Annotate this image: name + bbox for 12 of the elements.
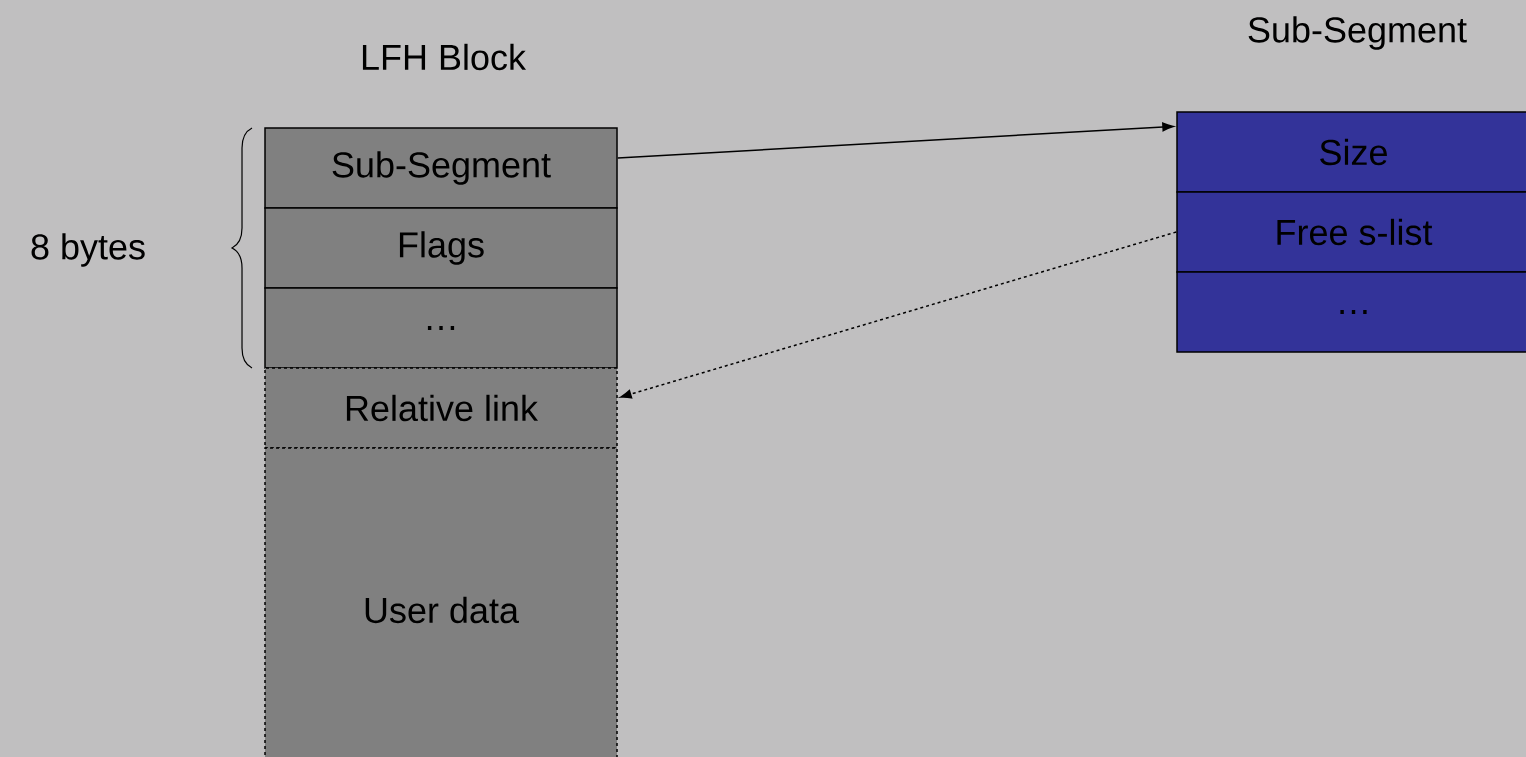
field-cell: Sub-Segment — [264, 127, 618, 209]
heading-text: LFH Block — [362, 43, 527, 71]
field-cell: Size — [1176, 111, 1526, 193]
field-cell: … — [1176, 271, 1526, 353]
field-cell: Flags — [264, 207, 618, 289]
size-label: 8 bytes — [31, 233, 145, 267]
heading-text: Sub-Segment — [1248, 16, 1467, 50]
field-cell: Relative link — [264, 367, 618, 449]
arrow — [620, 231, 1177, 399]
field-cell: Free s-list — [1176, 191, 1526, 273]
arrow — [617, 122, 1174, 159]
field-cell: … — [264, 287, 618, 369]
